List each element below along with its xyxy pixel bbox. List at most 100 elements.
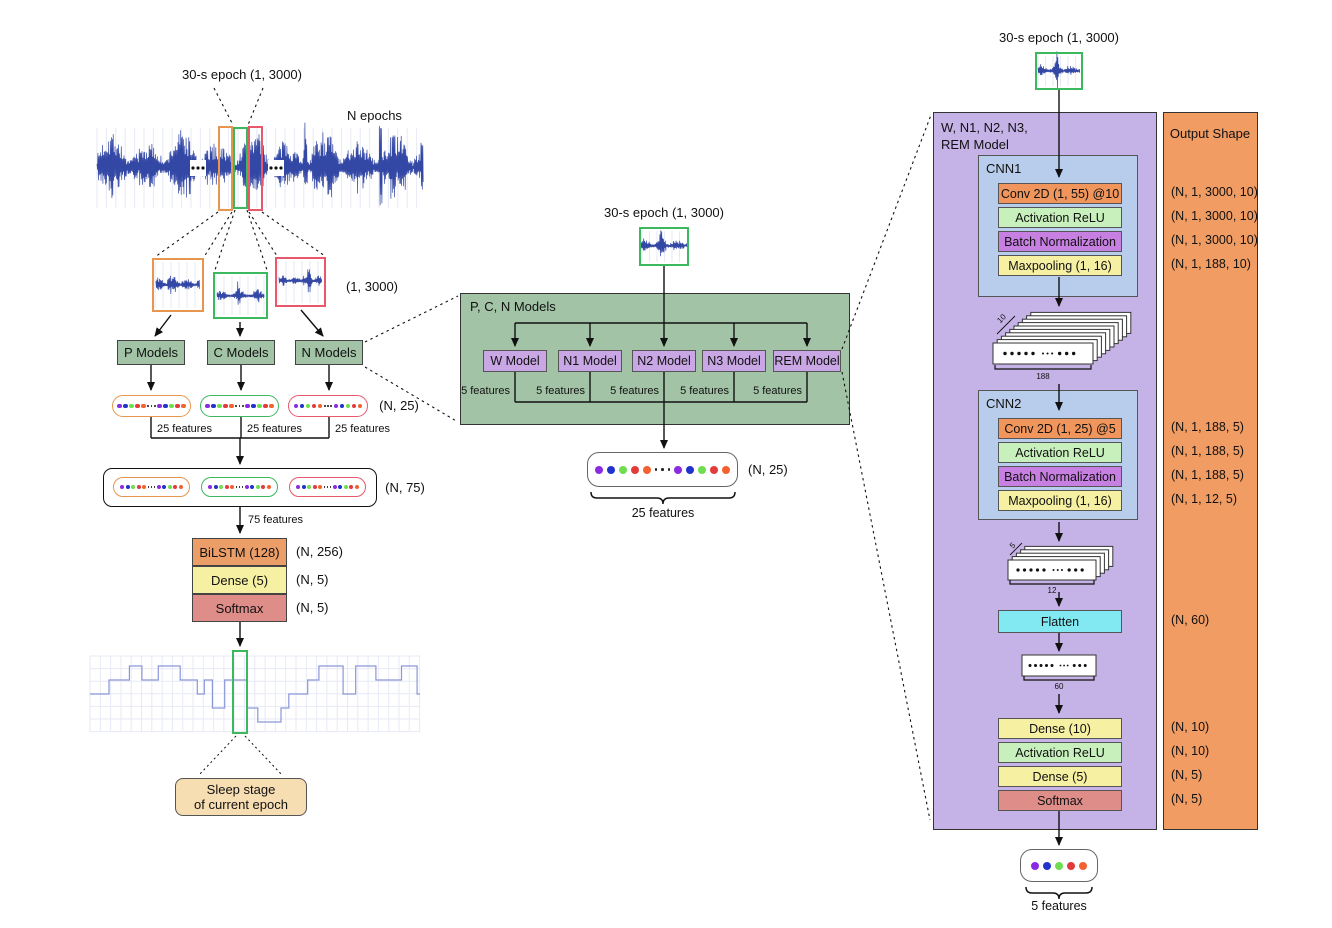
p-feature-vector xyxy=(112,395,191,417)
feature-dot xyxy=(326,486,329,488)
cnn2-relu-label: Activation ReLU xyxy=(1015,445,1105,460)
combined-feature-vector xyxy=(587,452,738,487)
n1-model-label: N1 Model xyxy=(563,354,617,368)
dense-layer: Dense (5) xyxy=(192,566,287,594)
feature-dot xyxy=(667,468,671,471)
feature-dot xyxy=(169,403,174,409)
c-models-label: C Models xyxy=(213,345,269,360)
dense-relu-layer: Activation ReLU xyxy=(998,742,1122,763)
n1-model-box: N1 Model xyxy=(558,350,622,372)
features-5-label: 5 features xyxy=(461,385,510,398)
right-epoch-signal-box xyxy=(1035,52,1083,90)
vector-width-label: 60 xyxy=(1054,682,1064,691)
feature-dot xyxy=(329,486,332,488)
bilstm-label: BiLSTM (128) xyxy=(199,544,280,560)
dense5-shape: (N, 5) xyxy=(1171,768,1203,783)
feature-dot xyxy=(317,403,323,409)
n3-model-label: N3 Model xyxy=(707,354,761,368)
dense5-layer: Dense (5) xyxy=(998,766,1122,787)
cnn2-label: CNN2 xyxy=(986,396,1022,411)
feature-dot xyxy=(1079,861,1087,870)
features-5-label: 5 features xyxy=(536,385,585,398)
features-75-label: 75 features xyxy=(248,514,304,527)
cnn2-batchnorm-layer: Batch Normalization xyxy=(998,466,1122,487)
feature-dot xyxy=(307,485,312,489)
softmax-shape: (N, 5) xyxy=(296,599,329,615)
feature-dot xyxy=(117,403,122,409)
feature-dot xyxy=(136,485,141,489)
n-models-label: N Models xyxy=(301,345,357,360)
feature-dot xyxy=(354,485,359,489)
feature-dot xyxy=(167,485,172,489)
feature-dot xyxy=(129,403,134,409)
stack2-width-label: 12 xyxy=(1047,586,1057,595)
feature-dot xyxy=(594,465,603,474)
feature-dot xyxy=(163,403,168,409)
n2-model-box: N2 Model xyxy=(632,350,696,372)
p-models-label: P Models xyxy=(124,345,178,360)
p-feature-vector-concat xyxy=(113,477,190,497)
feature-dot xyxy=(301,485,306,489)
features-5-label: 5 features xyxy=(753,385,802,398)
feature-dot xyxy=(318,485,323,489)
crop-current-epoch xyxy=(213,272,268,319)
output-shape-header: Output Shape xyxy=(1169,125,1251,141)
n3-model-box: N3 Model xyxy=(702,350,766,372)
feature-dot xyxy=(230,485,235,489)
c-feature-vector-concat xyxy=(201,477,278,497)
bilstm-shape: (N, 256) xyxy=(296,543,343,559)
feature-dot xyxy=(250,485,255,489)
feature-dot xyxy=(642,465,651,474)
feature-dot xyxy=(257,403,262,409)
feature-dot xyxy=(630,465,639,474)
bilstm-layer: BiLSTM (128) xyxy=(192,538,287,566)
feature-dot xyxy=(606,465,615,474)
cnn1-maxpool-shape: (N, 1, 188, 10) xyxy=(1171,257,1251,272)
feature-dot xyxy=(219,485,224,489)
feature-dot xyxy=(123,403,128,409)
feature-dot xyxy=(150,486,153,488)
pcn-container-label: P, C, N Models xyxy=(470,299,556,314)
w-model-box: W Model xyxy=(483,350,547,372)
feature-dot xyxy=(312,485,317,489)
cnn2-conv-shape: (N, 1, 188, 5) xyxy=(1171,420,1244,435)
cnn2-conv-layer: Conv 2D (1, 25) @5 xyxy=(998,418,1122,439)
cnn2-batchnorm-label: Batch Normalization xyxy=(1004,469,1116,484)
feature-dot xyxy=(245,403,250,409)
submodel-output-vector xyxy=(1020,849,1098,882)
feature-dot xyxy=(173,485,178,489)
feature-dot xyxy=(343,485,348,489)
feature-dot xyxy=(269,403,274,409)
features-25-label: 25 features xyxy=(247,423,303,436)
feature-dot xyxy=(686,465,695,474)
n25-shape-label: (N, 25) xyxy=(379,397,419,413)
n-feature-vector-concat xyxy=(289,477,366,497)
feature-dot xyxy=(674,465,683,474)
crop-next-epoch xyxy=(275,257,326,307)
feature-dot xyxy=(238,486,241,488)
dense10-label: Dense (10) xyxy=(1029,721,1091,736)
features-5-label: 5 features xyxy=(610,385,659,398)
feature-dot xyxy=(162,485,167,489)
epoch-window-current xyxy=(233,127,248,209)
feature-dot xyxy=(235,405,238,407)
feature-dot xyxy=(333,403,339,409)
feature-dot xyxy=(141,403,146,409)
middle-features-25-label: 25 features xyxy=(631,506,695,521)
feature-dot xyxy=(266,485,271,489)
softmax-label: Softmax xyxy=(215,600,264,616)
feature-dot xyxy=(120,485,125,489)
cnn1-batchnorm-shape: (N, 1, 3000, 10) xyxy=(1171,233,1258,248)
cnn1-relu-layer: Activation ReLU xyxy=(998,207,1122,228)
feature-dot xyxy=(251,403,256,409)
epoch-window-next xyxy=(248,126,263,211)
rem-model-box: REM Model xyxy=(773,350,841,372)
feature-dot xyxy=(238,405,241,407)
feature-dot xyxy=(661,468,664,471)
feature-dot xyxy=(351,403,357,409)
dense-relu-label: Activation ReLU xyxy=(1015,745,1105,760)
crop-shape-label: (1, 3000) xyxy=(345,278,399,294)
cnn1-conv-layer: Conv 2D (1, 55) @10 xyxy=(998,183,1122,204)
epoch-window-prev xyxy=(218,126,233,211)
